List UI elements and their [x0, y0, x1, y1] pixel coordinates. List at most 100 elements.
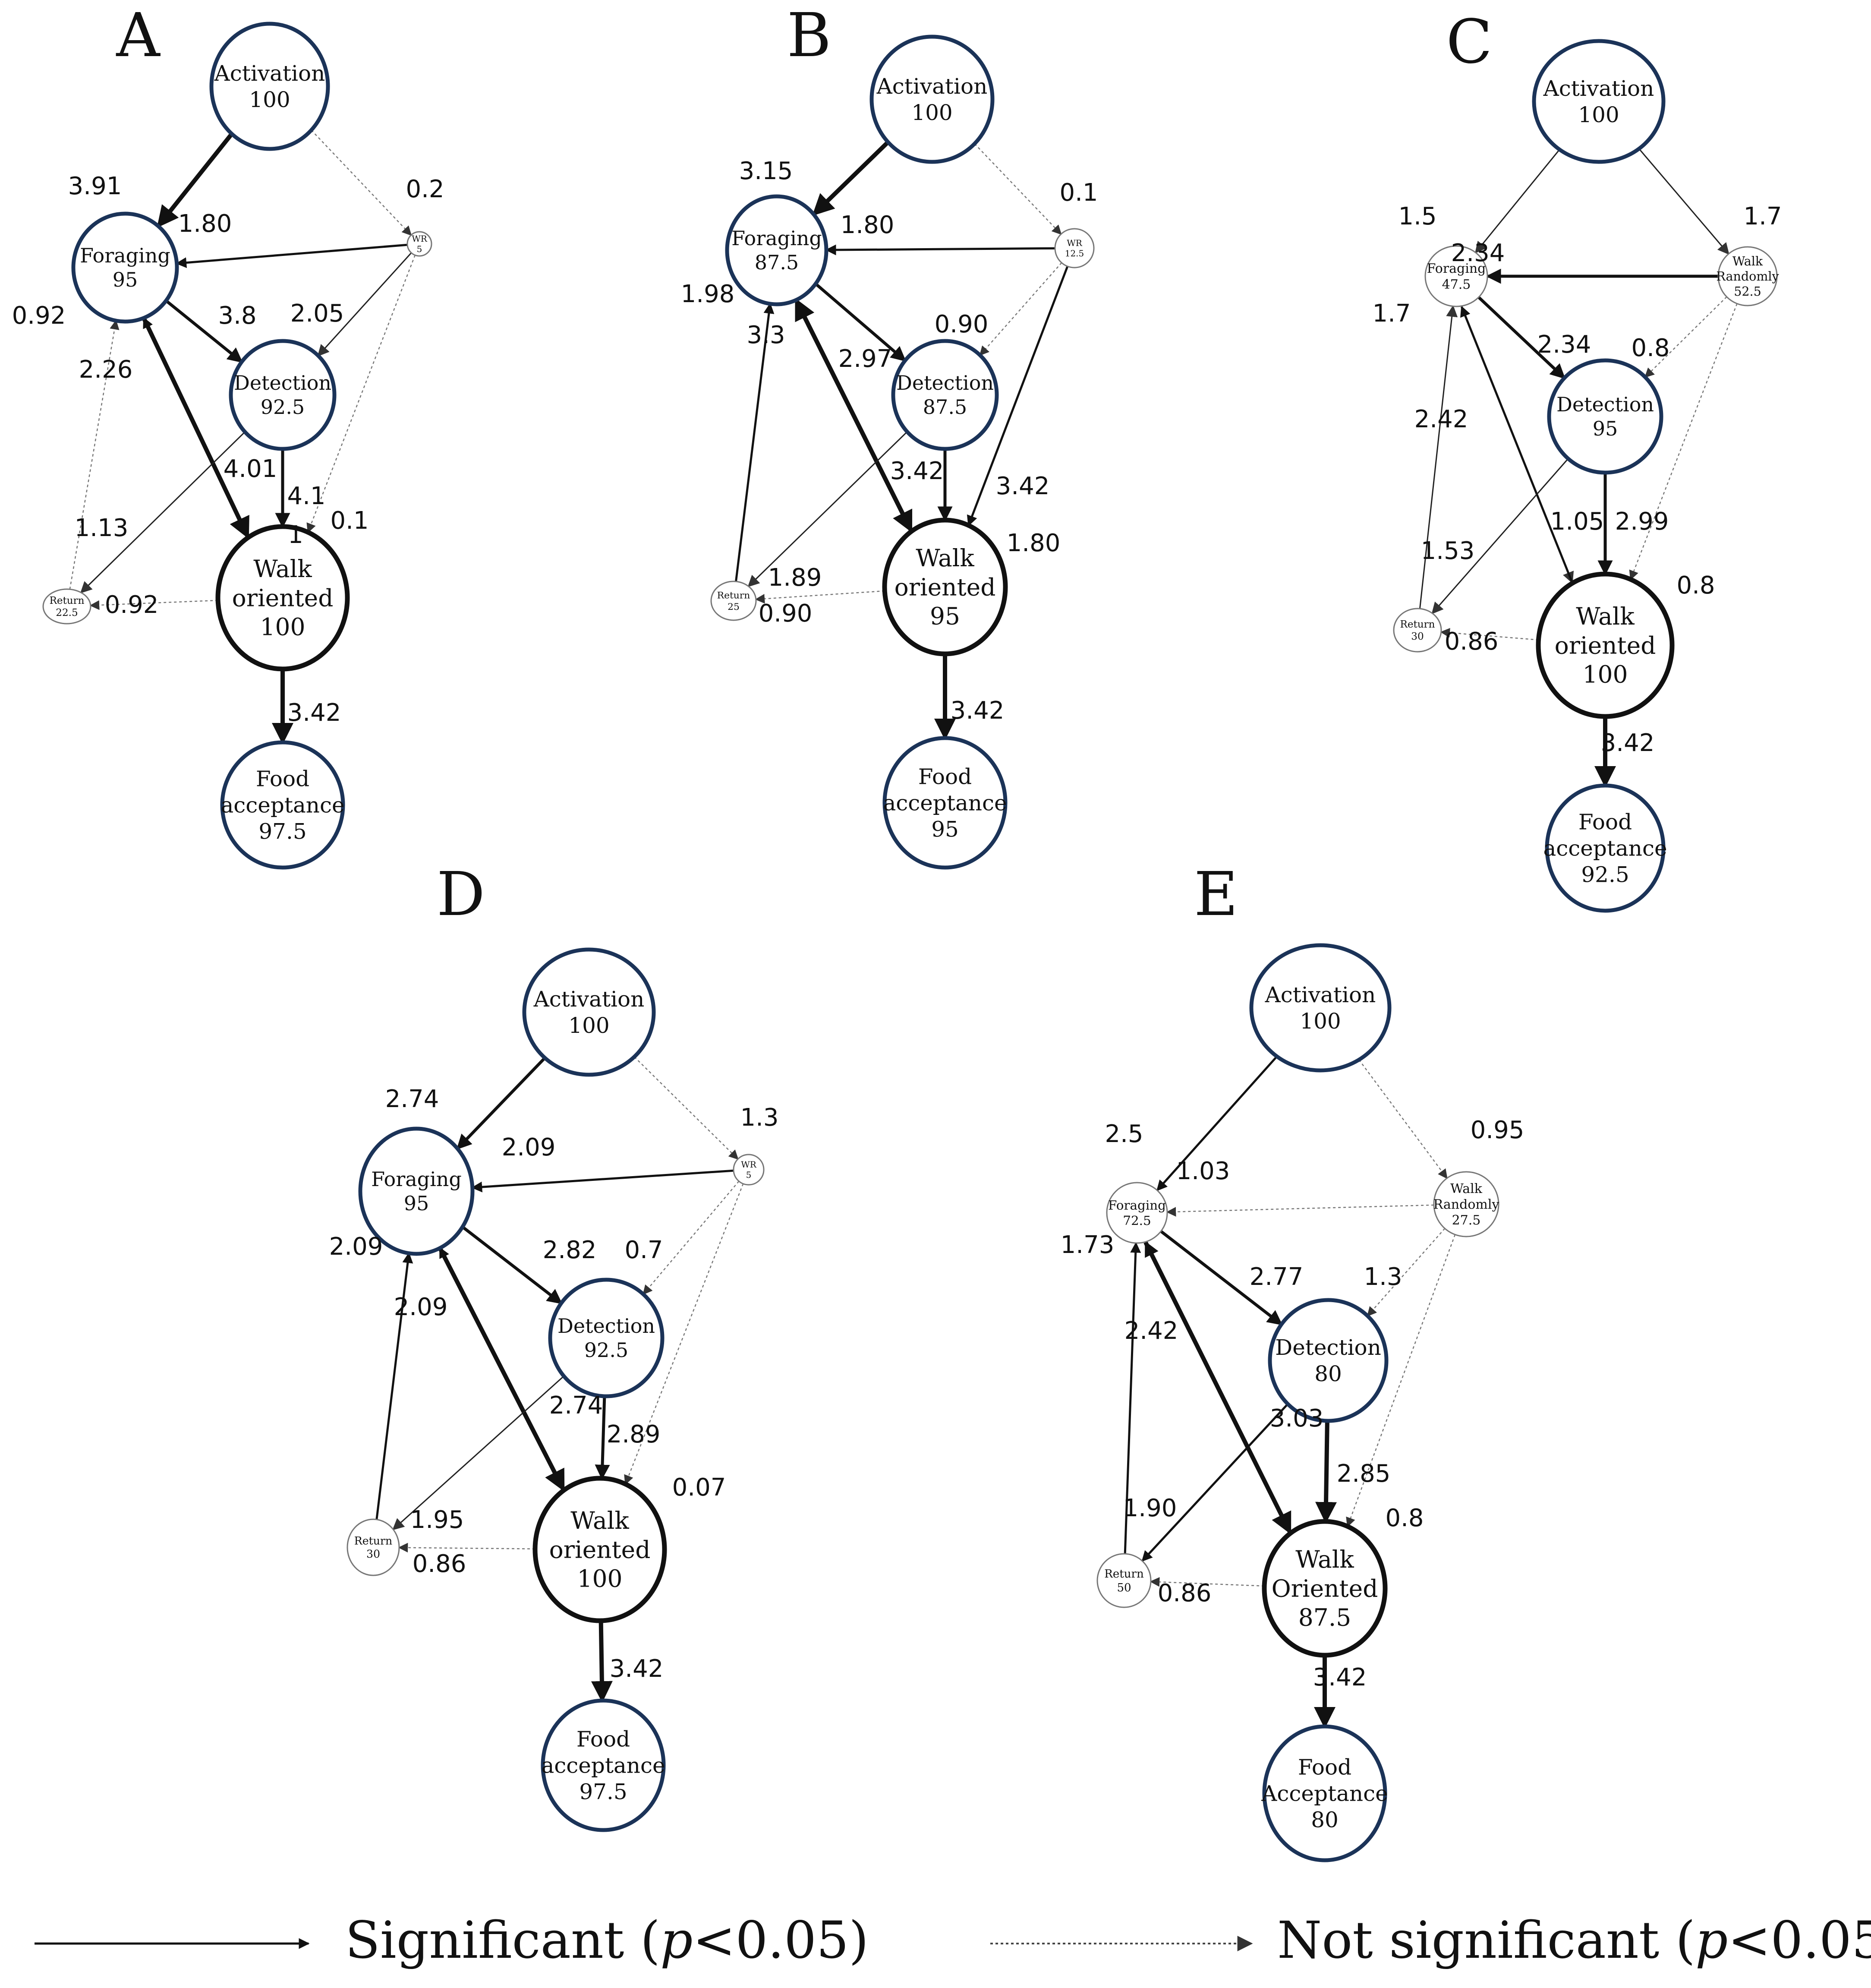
edge-value-label: 2.77	[1250, 1263, 1304, 1291]
edge-value-label: 0.86	[1445, 628, 1499, 656]
edge-value-label: 3.91	[68, 172, 122, 200]
edge-value-label: 2.97	[838, 345, 892, 373]
edge-value-label: 2.09	[329, 1233, 383, 1261]
edge-value-label: 2.82	[543, 1236, 597, 1264]
node-circle	[882, 518, 1008, 656]
edge-ret-to-for	[69, 319, 120, 590]
node-label-line: oriented	[895, 573, 996, 601]
edge-walk-to-ret	[89, 600, 218, 610]
node-circle	[215, 524, 350, 672]
node-circle	[71, 211, 179, 324]
node-circle	[1393, 608, 1442, 653]
edge-det-to-ret	[1431, 458, 1569, 614]
node-circle	[1532, 39, 1666, 164]
node-label-line: oriented	[232, 584, 334, 612]
node-label-line: Foraging	[80, 244, 170, 267]
edge-value-label: 1.05	[1550, 508, 1604, 536]
edge-act-to-wr	[1638, 148, 1729, 255]
node-label-line: 87.5	[923, 395, 967, 419]
edge-wr-to-for	[471, 1169, 734, 1193]
node-label-line: 100	[568, 1013, 609, 1038]
edge-walk-to-ret	[1440, 628, 1539, 641]
node-label-line: Return	[1104, 1568, 1144, 1581]
edge-value-label: 2.74	[385, 1085, 439, 1113]
edge-value-label: 2.5	[1105, 1120, 1143, 1148]
legend-not-significant-label: Not significant (p<0.05)	[1277, 1910, 1871, 1970]
edge-walk-to-for	[439, 1247, 565, 1490]
edge-value-label: 3.42	[890, 457, 944, 485]
node-circle	[346, 1518, 400, 1576]
edges	[735, 140, 1069, 740]
node-label-line: Walk	[1732, 254, 1763, 268]
node-label-line: Walk	[1576, 603, 1635, 630]
node-label-line: 47.5	[1442, 277, 1471, 292]
node-label-line: Food	[576, 1727, 630, 1752]
edge-for-to-det	[1160, 1230, 1283, 1326]
edge-det-to-ret	[392, 1376, 564, 1530]
node-circle	[869, 35, 995, 164]
node-label-line: Walk	[1450, 1181, 1483, 1196]
node-wr: WR5	[406, 231, 432, 257]
panel-a: AActivation100Foraging95Detection92.5Wal…	[12, 0, 444, 870]
panel-letter: E	[1194, 859, 1238, 930]
edge-value-label: 3.42	[951, 697, 1005, 725]
edge-det-to-ret	[1141, 1403, 1289, 1562]
node-circle	[1096, 1553, 1152, 1608]
edge-value-label: 2.26	[79, 356, 133, 384]
edge-value-label: 3.8	[218, 302, 256, 330]
edge-act-to-for	[812, 140, 890, 216]
edge-value-label: 3.42	[287, 699, 341, 727]
node-circle	[532, 1476, 667, 1623]
node-label-line: Food	[918, 764, 972, 789]
node-label-line: Oriented	[1272, 1575, 1378, 1602]
node-label-line: Activation	[1265, 982, 1376, 1007]
node-label-line: Activation	[876, 74, 988, 99]
node-label-line: acceptance	[220, 793, 344, 818]
edge-value-label: 3.3	[747, 321, 785, 349]
edge-value-label: 1.80	[841, 211, 895, 239]
nodes: Activation100Foraging87.5Detection87.5Wa…	[710, 35, 1095, 870]
edge-value-label: 2.85	[1337, 1460, 1391, 1488]
edge-value-label: 1.80	[1007, 529, 1061, 557]
edge-walk-to-for	[1460, 306, 1573, 583]
edge-value-label: 1.90	[1123, 1494, 1177, 1522]
node-circle	[42, 588, 91, 625]
node-label-line: 30	[1411, 631, 1424, 642]
edge-value-label: 3.15	[739, 157, 793, 185]
node-circle	[220, 740, 345, 870]
node-circle	[1424, 245, 1488, 307]
node-label-line: 92.5	[1581, 862, 1629, 887]
edge-act-to-wr	[311, 129, 412, 236]
edge-value-label: 1.73	[1061, 1231, 1115, 1259]
node-label-line: 97.5	[579, 1780, 627, 1805]
node-label-line: 100	[1578, 102, 1619, 127]
node-label-line: 95	[113, 268, 138, 291]
node-circle	[725, 194, 828, 306]
edge-value-label: 3.42	[1601, 729, 1655, 757]
edge-value-label: 0.86	[1158, 1579, 1212, 1607]
node-circle	[891, 339, 999, 451]
edge-value-label: 1.5	[1398, 202, 1436, 230]
edge-walk-to-ret	[755, 590, 885, 604]
edge-value-label: 0.2	[406, 175, 444, 203]
node-label-line: Walk	[916, 544, 974, 572]
node-label-line: 27.5	[1452, 1213, 1481, 1228]
node-circle	[1268, 1298, 1389, 1423]
